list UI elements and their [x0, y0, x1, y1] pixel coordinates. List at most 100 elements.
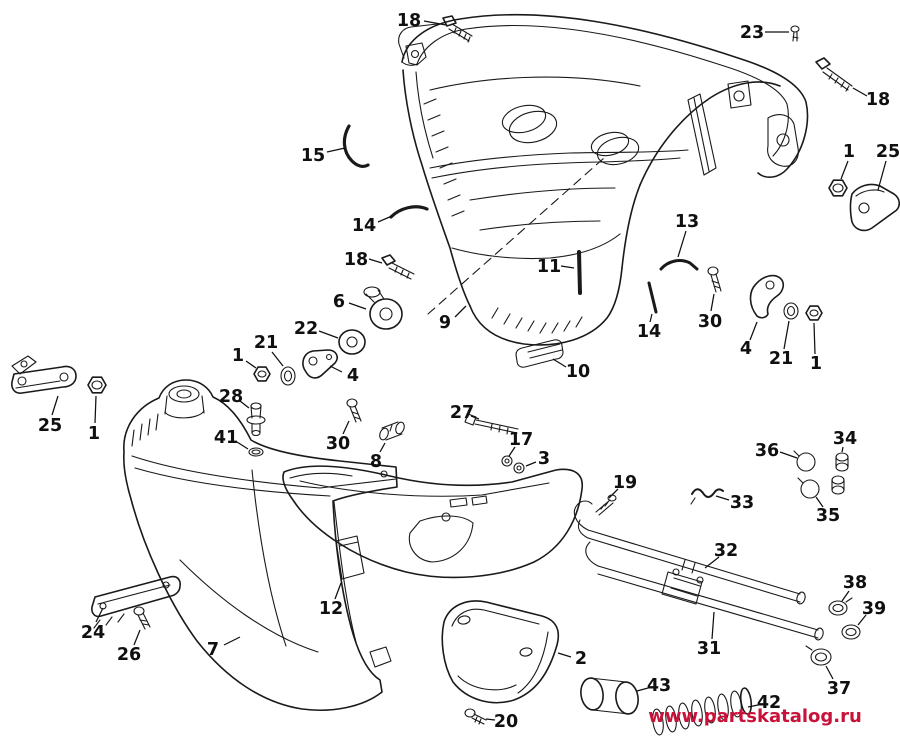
part-callout-22-12: 22: [294, 319, 318, 339]
callout-leader-30-13: [710, 293, 715, 312]
callout-leader-39-38: [857, 614, 867, 626]
callout-leader-25-22: [51, 395, 59, 416]
part-callout-12-44: 12: [319, 599, 343, 619]
part-callout-23-1: 23: [740, 23, 764, 43]
callout-leader-18-0: [423, 20, 447, 26]
part-callout-31-39: 31: [697, 639, 721, 659]
part-callout-43-47: 43: [647, 676, 671, 696]
callout-leader-10-21: [552, 358, 567, 368]
callout-leader-3-30: [525, 461, 537, 467]
part-callout-14-6: 14: [352, 216, 376, 236]
part-callout-26-42: 26: [117, 645, 141, 665]
part-callout-9-11: 9: [439, 313, 451, 333]
nut-1-left-drawing: [87, 376, 107, 394]
screw-30-left-drawing: [346, 398, 362, 423]
callout-leader-4-15: [749, 321, 758, 341]
link-13-drawing: [659, 259, 699, 271]
water-hoses-drawing: [573, 500, 824, 641]
lever-4-right-drawing: [749, 274, 785, 319]
clip-33-drawing: [690, 488, 724, 505]
bolt-18-top-drawing: [442, 15, 473, 43]
clamp-38-drawing: [828, 597, 853, 616]
watermark-text: www.partskatalog.ru: [648, 706, 862, 727]
callout-leader-14-14: [649, 313, 653, 323]
callout-leader-1-4: [840, 160, 849, 180]
part-callout-21-16: 21: [769, 349, 793, 369]
part-callout-34-33: 34: [833, 429, 857, 449]
rod-15-drawing: [342, 124, 370, 168]
callout-leader-1-19: [245, 360, 257, 369]
pin-11-drawing: [577, 250, 582, 295]
callout-leader-33-35: [715, 495, 730, 501]
callout-leader-11-9: [560, 265, 575, 269]
assembly-axis-dashed-line: [427, 157, 605, 315]
callout-leader-13-7: [677, 230, 687, 258]
screw-26-drawing: [133, 606, 151, 630]
callout-leader-8-27: [379, 442, 386, 453]
part-callout-35-34: 35: [816, 506, 840, 526]
sleeve-34-drawing: [831, 452, 849, 495]
nut-1-right-drawing: [805, 305, 823, 321]
callout-leader-21-16: [783, 320, 790, 350]
part-callout-1-23: 1: [88, 424, 100, 444]
callout-leader-12-44: [334, 582, 342, 600]
callout-leader-24-41: [95, 607, 104, 623]
grommet-6-drawing: [363, 286, 403, 330]
part-callout-20-46: 20: [494, 712, 518, 732]
callout-leader-41-25: [236, 441, 249, 450]
washer-17-drawing: [501, 455, 513, 467]
mount-10-drawing: [515, 339, 564, 368]
part-callout-17-29: 17: [509, 430, 533, 450]
callout-leader-25-5: [877, 160, 887, 191]
callout-leader-42-48: [747, 704, 759, 708]
callout-leader-28-24: [239, 400, 250, 409]
pump-assembly-drawing: [661, 559, 704, 605]
part-callout-7-43: 7: [207, 640, 219, 660]
callout-leader-26-42: [133, 629, 141, 646]
bushing-8-drawing: [379, 421, 405, 441]
part-callout-39-38: 39: [862, 599, 886, 619]
callout-leader-1-23: [94, 395, 97, 424]
part-callout-14-14: 14: [637, 322, 661, 342]
adapter-bracket-12: [335, 535, 365, 580]
part-callout-3-30: 3: [538, 449, 550, 469]
part-callout-37-40: 37: [827, 679, 851, 699]
oring-41-drawing: [248, 447, 264, 457]
part-callout-13-7: 13: [675, 212, 699, 232]
ring-21-right-drawing: [783, 302, 799, 320]
part-callout-4-15: 4: [740, 339, 752, 359]
callout-leader-7-43: [223, 636, 241, 646]
ring-21-left-drawing: [280, 366, 296, 386]
part-callout-6-10: 6: [333, 292, 345, 312]
callout-leader-22-12: [318, 330, 339, 339]
lever-4-left-drawing: [302, 349, 338, 379]
part-callout-30-13: 30: [698, 312, 722, 332]
upper-exhaust-housing-drawing: [398, 13, 809, 346]
part-callout-33-35: 33: [730, 493, 754, 513]
part-callout-2-45: 2: [575, 649, 587, 669]
sleeve-43-drawing: [580, 677, 639, 715]
rod-14-left-drawing: [389, 205, 429, 219]
callout-leader-32-36: [704, 556, 720, 569]
part-callout-42-48: 42: [757, 693, 781, 713]
part-callout-10-21: 10: [566, 362, 590, 382]
callout-leader-1-17: [813, 322, 816, 355]
corrugated-tube-42-drawing: [652, 687, 753, 736]
part-callout-18-2: 18: [866, 90, 890, 110]
callout-leader-15-3: [326, 147, 346, 153]
callout-leader-38-37: [841, 590, 850, 602]
washer-22-drawing: [338, 329, 366, 355]
part-callout-1-17: 1: [810, 354, 822, 374]
part-callout-18-8: 18: [344, 250, 368, 270]
callout-leader-6-10: [348, 302, 367, 310]
callout-leader-20-46: [485, 718, 496, 721]
valve-28-drawing: [246, 402, 266, 437]
clamp-35-drawing: [797, 477, 820, 499]
part-callout-1-19: 1: [232, 346, 244, 366]
part-callout-21-18: 21: [254, 333, 278, 353]
callout-leader-35-34: [815, 496, 824, 508]
bolt-18-right-drawing: [815, 57, 853, 92]
bolt-18-midleft-drawing: [381, 254, 415, 280]
lower-unit-hatching: [131, 413, 159, 447]
part-callout-18-0: 18: [397, 11, 421, 31]
